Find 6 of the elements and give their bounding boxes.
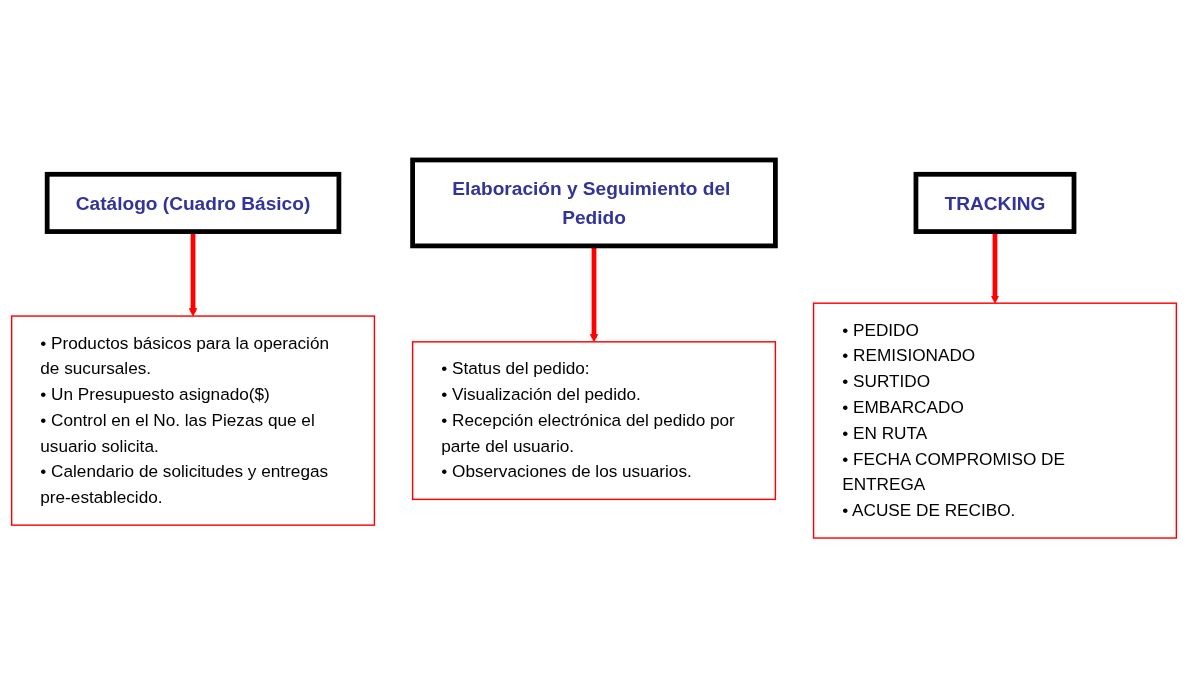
node-box: Elaboración y Seguimiento del Pedido <box>409 157 778 249</box>
node-box: • Productos básicos para la operación de sucursales. • Un Presupuesto asignado($) • Control en el No. las Piezas que el usuario solicita. • Calendario de solicitudes y entregas pre-establecido. <box>10 315 375 526</box>
node-box: • Status del pedido: • Visualización del pedido. • Recepción electrónica del pedido por parte del usuario. • Observaciones de los usuarios. <box>411 341 776 501</box>
node-box: Catálogo (Cuadro Básico) <box>44 171 341 234</box>
node-box: TRACKING <box>913 171 1076 234</box>
node-box: • PEDIDO • REMISIONADO • SURTIDO • EMBARCADO • EN RUTA • FECHA COMPROMISO DE ENTREGA • ACUSE DE RECIBO. <box>812 302 1177 539</box>
